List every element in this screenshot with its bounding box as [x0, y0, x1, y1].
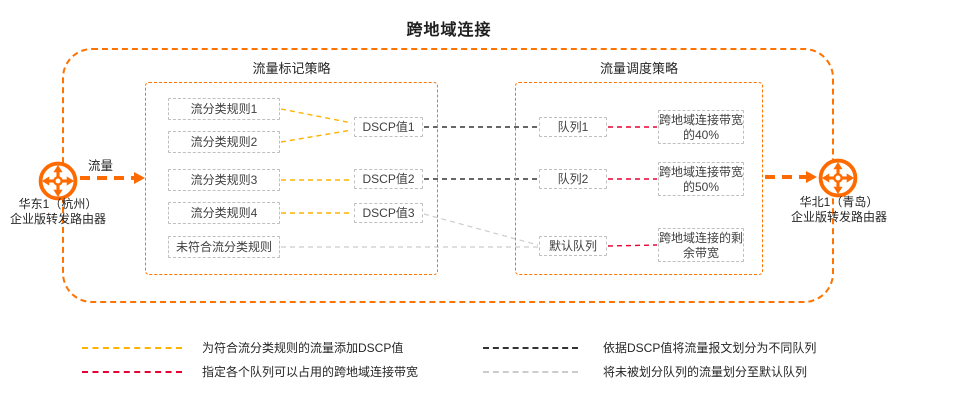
legend-label: 将未被划分队列的流量划分至默认队列: [603, 365, 808, 379]
legend-label: 指定各个队列可以占用的跨地域连接带宽: [202, 365, 419, 379]
router-icon-left: [38, 161, 78, 201]
legend-swatch-black-dashed-line: [483, 346, 578, 349]
legend-label: 为符合流分类规则的流量添加DSCP值: [202, 341, 404, 355]
legend-swatch-amber-dashed-line: [82, 346, 182, 349]
dscp-node-2: DSCP值2: [354, 169, 423, 189]
legend-label: 依据DSCP值将流量报文划分为不同队列: [603, 341, 817, 355]
flow-arrow-left-head: [134, 172, 145, 184]
rule-node-3: 流分类规则3: [168, 169, 280, 191]
legend-item-queue-bandwidth: 指定各个队列可以占用的跨地域连接带宽: [82, 363, 418, 380]
legend-swatch-gray-dashed-line: [483, 370, 578, 373]
scheduling-policy-box: [515, 82, 763, 275]
bandwidth-node-40: 跨地域连接带宽的40%: [658, 110, 744, 144]
flow-arrow-right-line: [765, 175, 808, 179]
flow-arrow-right-head: [806, 171, 817, 183]
router-label-left: 华东1（杭州） 企业版转发路由器: [0, 197, 116, 227]
legend-item-dscp-to-queue: 依据DSCP值将流量报文划分为不同队列: [483, 339, 816, 356]
marking-policy-box: [145, 82, 438, 275]
queue-node-1: 队列1: [539, 117, 607, 137]
queue-node-default: 默认队列: [539, 236, 607, 256]
legend-item-dscp-marking: 为符合流分类规则的流量添加DSCP值: [82, 339, 403, 356]
router-left-device: 企业版转发路由器: [9, 212, 106, 226]
legend-swatch-red-dashed-line: [82, 370, 182, 373]
router-right-region: 华北1（青岛）: [799, 195, 879, 209]
queue-node-2: 队列2: [539, 169, 607, 189]
bandwidth-node-50: 跨地域连接带宽的50%: [658, 162, 744, 196]
flow-arrow-left-line: [80, 176, 135, 180]
router-left-region: 华东1（杭州）: [18, 197, 98, 211]
router-icon-right: [818, 158, 858, 198]
router-label-right: 华北1（青岛） 企业版转发路由器: [780, 195, 898, 225]
scheduling-policy-title: 流量调度策略: [599, 61, 678, 76]
diagram-title: 跨地域连接: [406, 22, 492, 39]
dscp-node-1: DSCP值1: [354, 117, 423, 137]
rule-node-4: 流分类规则4: [168, 202, 280, 224]
legend-item-default-queue: 将未被划分队列的流量划分至默认队列: [483, 363, 807, 380]
dscp-node-3: DSCP值3: [354, 203, 423, 223]
bandwidth-node-remaining: 跨地域连接的剩余带宽: [658, 228, 744, 262]
marking-policy-title: 流量标记策略: [252, 61, 331, 76]
rule-node-unmatched: 未符合流分类规则: [168, 236, 280, 258]
rule-node-2: 流分类规则2: [168, 131, 280, 153]
flow-label: 流量: [88, 159, 114, 173]
router-right-device: 企业版转发路由器: [790, 210, 887, 224]
rule-node-1: 流分类规则1: [168, 98, 280, 120]
